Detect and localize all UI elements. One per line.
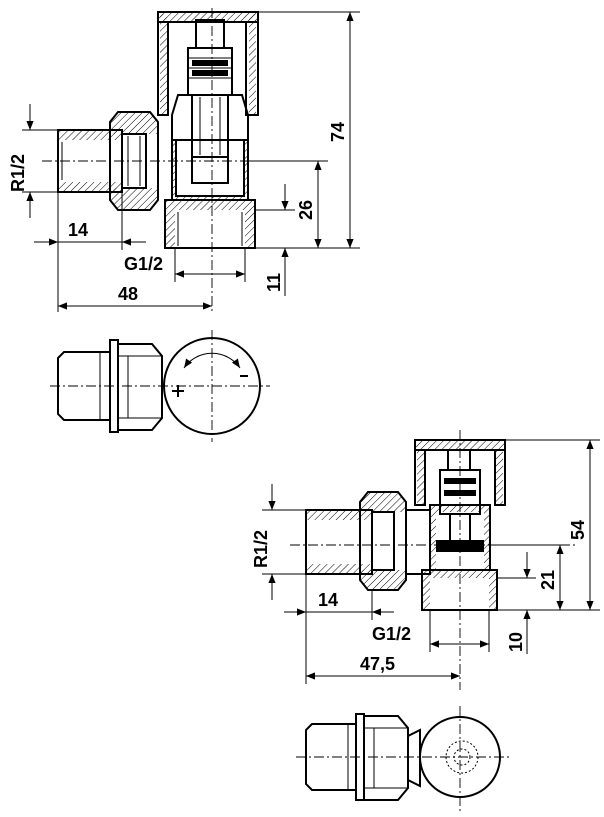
bottom-dim-21-label: 21 — [538, 570, 558, 590]
top-valve-plan-view — [50, 330, 270, 442]
top-dim-26-label: 26 — [296, 200, 316, 220]
top-dim-48-label: 48 — [118, 284, 138, 304]
top-valve-section — [42, 8, 330, 312]
bottom-valve-section — [290, 430, 575, 690]
top-valve-dimensions: R1/2 14 G1/2 48 74 26 11 — [8, 11, 360, 312]
top-thread-g-label: G1/2 — [124, 254, 163, 274]
top-dim-14-label: 14 — [68, 220, 88, 240]
bottom-valve-plan-view — [296, 706, 512, 812]
bottom-dim-54-label: 54 — [568, 520, 588, 540]
top-thread-r-label: R1/2 — [8, 154, 28, 192]
bottom-thread-g-label: G1/2 — [372, 624, 411, 644]
bottom-valve-dimensions: R1/2 14 G1/2 47,5 54 21 10 — [251, 439, 600, 684]
top-dim-11-label: 11 — [264, 273, 284, 292]
top-dim-74-label: 74 — [328, 122, 348, 142]
bottom-thread-r-label: R1/2 — [251, 530, 271, 568]
bottom-dim-10-label: 10 — [506, 632, 526, 652]
bottom-dim-47-5-label: 47,5 — [360, 654, 395, 674]
bottom-dim-14-label: 14 — [318, 590, 338, 610]
